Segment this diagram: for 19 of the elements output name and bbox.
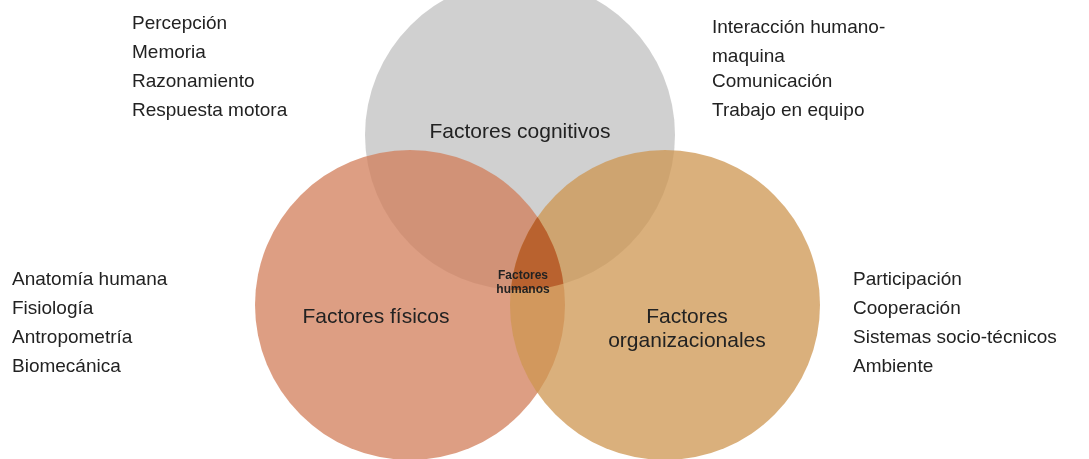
list-item-text: Interacción humano-maquina xyxy=(712,15,887,68)
list-item-text: Participación xyxy=(853,268,962,290)
circle-label: Factores físicos xyxy=(301,304,451,328)
list-item-text: Anatomía humana xyxy=(12,268,168,290)
list-item-text: Fisiología xyxy=(12,297,94,319)
list-item-text: Sistemas socio-técnicos xyxy=(853,326,1057,348)
list-item-text: Memoria xyxy=(132,41,206,63)
list-item-text: Razonamiento xyxy=(132,70,255,92)
list-item-text: Biomecánica xyxy=(12,355,121,377)
list-item-text: Percepción xyxy=(132,12,228,34)
list-item-text: Comunicación xyxy=(712,70,833,92)
circle-label: Factores cognitivos xyxy=(428,119,612,143)
list-item-text: Antropometría xyxy=(12,326,133,348)
list-item-text: Ambiente xyxy=(853,355,934,377)
circle-label: Factores organizacionales xyxy=(607,304,767,352)
list-item-text: Respuesta motora xyxy=(132,99,288,121)
list-item-text: Trabajo en equipo xyxy=(712,99,865,121)
center-label: Factores humanos xyxy=(495,268,551,296)
list-item-text: Cooperación xyxy=(853,297,961,319)
